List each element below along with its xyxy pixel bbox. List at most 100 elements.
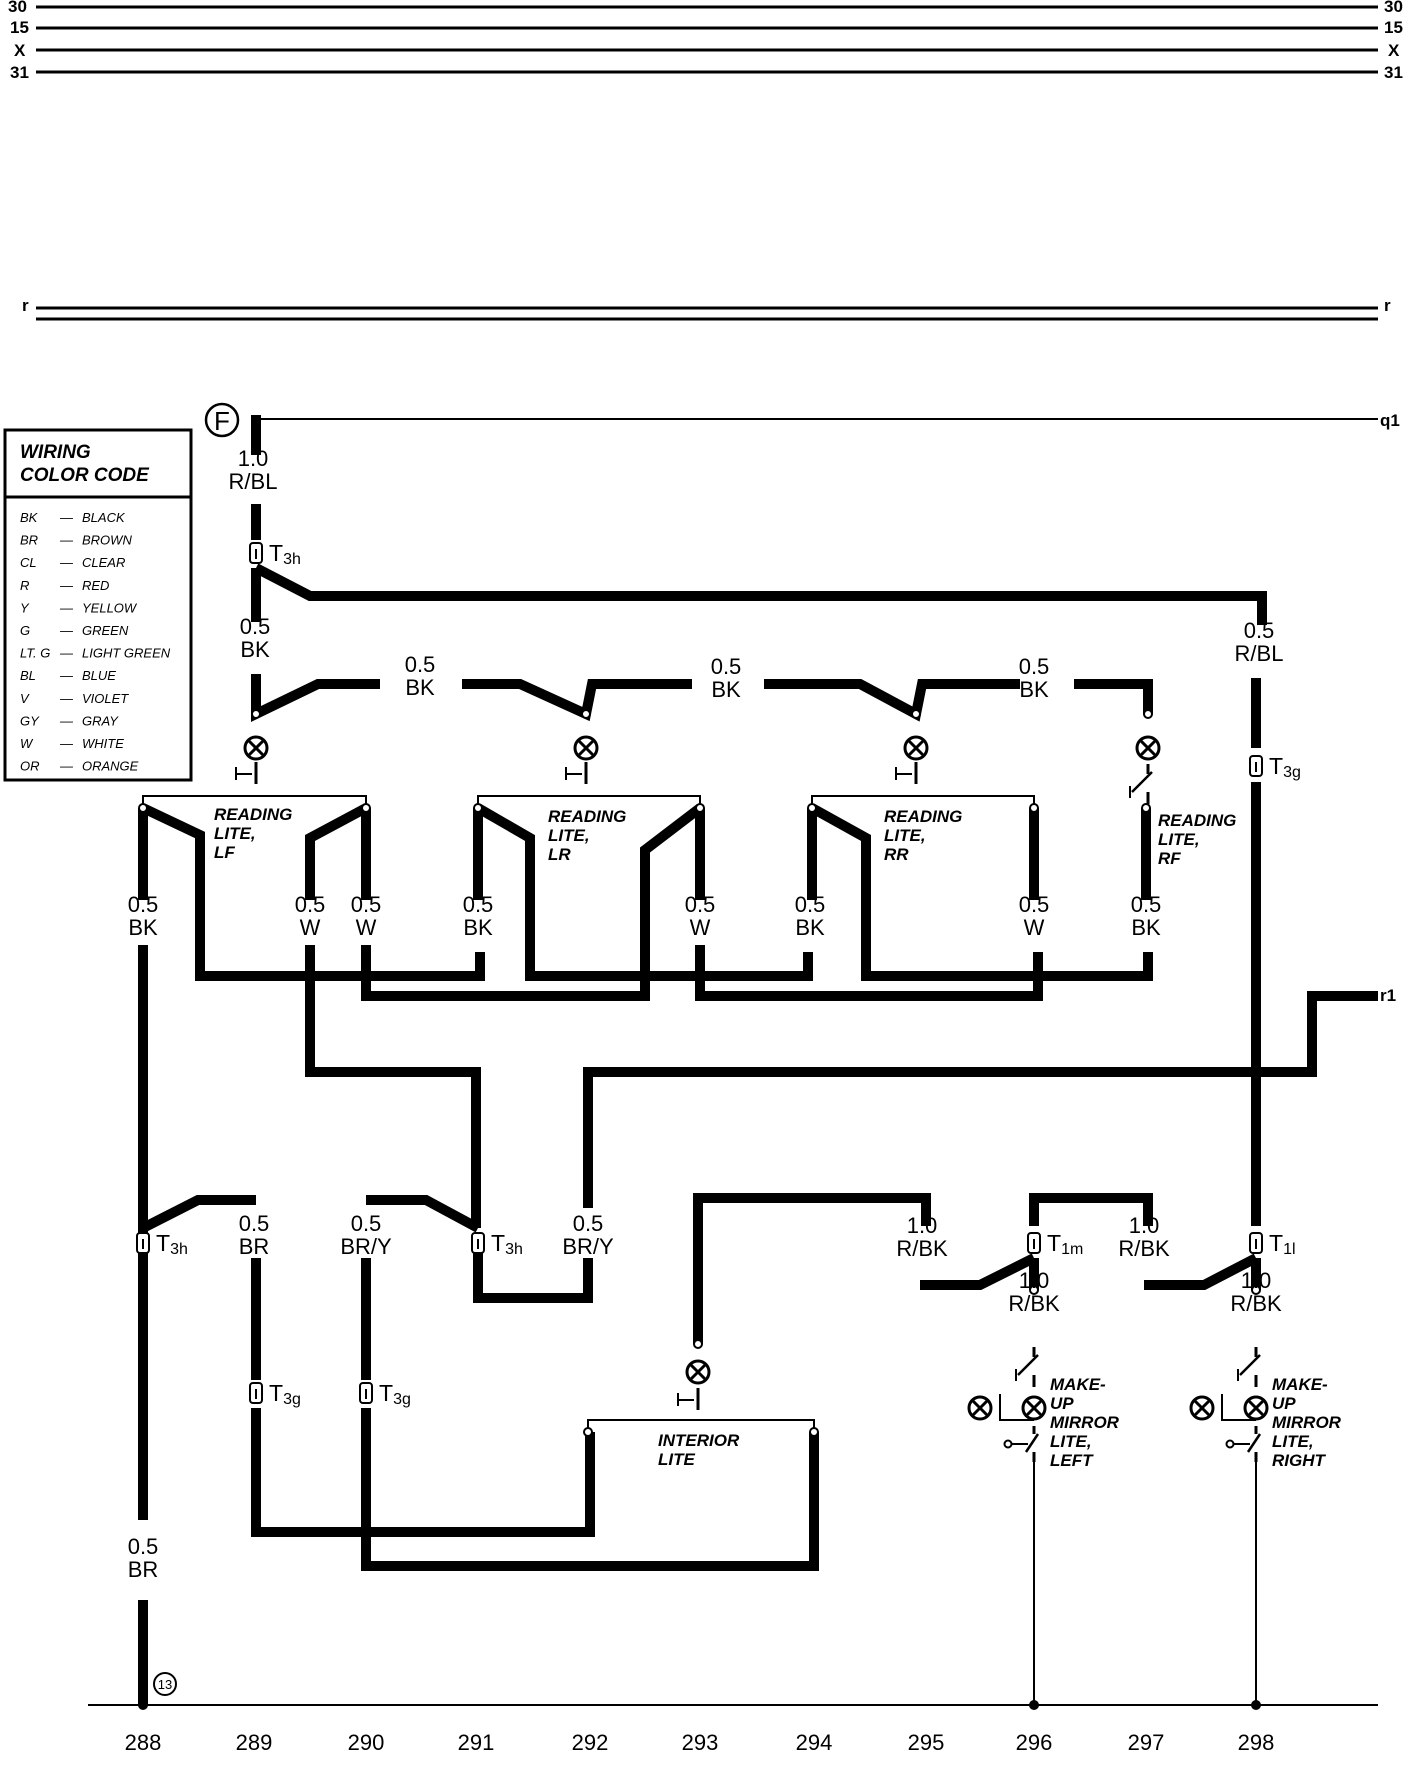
column-number: 294: [796, 1730, 833, 1755]
node: [1029, 803, 1039, 813]
door-switch-icon: [1015, 1347, 1039, 1387]
column-number: 295: [908, 1730, 945, 1755]
legend-title-1: WIRING: [20, 442, 91, 463]
wire-gauge: 0.5: [795, 892, 826, 917]
wire-color: R/BK: [1230, 1291, 1282, 1316]
mirror-switch-icon: [1003, 1426, 1040, 1462]
node: [583, 1427, 593, 1437]
component-label-line: UP: [1272, 1394, 1296, 1413]
column-number: 298: [1238, 1730, 1275, 1755]
wire-gauge: 1.0: [907, 1213, 938, 1238]
legend-code: OR: [20, 759, 40, 774]
wire-color: BR: [128, 1557, 159, 1582]
legend-code: BK: [20, 510, 39, 525]
component-label-line: LITE: [658, 1450, 695, 1469]
wire-label-rbk-1: 1.0R/BK: [896, 1213, 948, 1261]
legend-dash: —: [59, 646, 74, 661]
legend-dash: —: [59, 759, 74, 774]
wire-top-bk-2: [764, 679, 1020, 722]
wire-color: R/BK: [896, 1236, 948, 1261]
wire-gauge: 0.5: [1244, 618, 1275, 643]
wire-rbk-2: [1144, 1253, 1259, 1290]
wire-gauge: 0.5: [685, 892, 716, 917]
switch-icon: [235, 762, 258, 784]
component-label-line: LITE,: [1158, 830, 1200, 849]
wire-color: R/BL: [229, 469, 278, 494]
wire-color: W: [356, 915, 377, 940]
legend-color-name: LIGHT GREEN: [82, 646, 171, 661]
wire-gauge: 0.5: [295, 892, 326, 917]
wire-rbk-1: [920, 1253, 1037, 1290]
legend-color-name: CLEAR: [82, 555, 125, 570]
lamp-icon: [1021, 1395, 1047, 1421]
wire-gauge: 1.0: [1241, 1268, 1272, 1293]
wire-color: BR/Y: [340, 1234, 392, 1259]
wire-label-ground-br: 0.5BR: [128, 1534, 159, 1582]
legend-code: W: [20, 736, 34, 751]
wire-label-lf-feed: 0.5BK: [240, 614, 271, 662]
wire-rbk-t1m: [1029, 1193, 1153, 1226]
wire-color: BK: [240, 637, 270, 662]
line-ref-q1: q1: [1380, 411, 1400, 430]
wire-top-bk-3: [1074, 679, 1153, 714]
switch-icon: [565, 762, 588, 784]
legend-title-2: COLOR CODE: [20, 465, 150, 486]
wire-gauge: 0.5: [128, 1534, 159, 1559]
wire-gauge: 0.5: [240, 614, 271, 639]
legend-color-name: ORANGE: [82, 759, 139, 774]
rail-label-right: X: [1388, 41, 1400, 60]
switch-icon: [677, 1388, 700, 1410]
power-rails: 30 15 X 31 30 15 X 31 r r: [8, 0, 1403, 321]
legend-dash: —: [59, 555, 74, 570]
wire-gauge: 0.5: [1131, 892, 1162, 917]
lamp-icon: [243, 735, 269, 761]
component-label-line: LR: [548, 845, 571, 864]
wire-interior-feed: [693, 1193, 931, 1344]
component-label-line: LITE,: [1272, 1432, 1314, 1451]
node: [581, 709, 591, 719]
column-number: 291: [458, 1730, 495, 1755]
column-number: 288: [125, 1730, 162, 1755]
wire-label-mid-292: 0.5BK: [463, 892, 494, 940]
component-label-line: LITE,: [884, 826, 926, 845]
rail-label-r-left: r: [22, 296, 29, 315]
lamp-icon: [573, 735, 599, 761]
wire-color: R/BK: [1118, 1236, 1170, 1261]
legend-color-name: GREEN: [82, 623, 129, 638]
wire-top-bk-1: [462, 679, 692, 722]
lamp-icon: [1243, 1395, 1269, 1421]
wiring-color-code-legend: WIRING COLOR CODE BK—BLACKBR—BROWNCL—CLE…: [3, 428, 193, 782]
connector-t3h-mid: T3h: [471, 1230, 523, 1258]
component-label-line: READING: [884, 807, 962, 826]
wire-color: W: [1024, 915, 1045, 940]
rr-contact-bar: [811, 795, 1035, 808]
fuse-marker: F: [204, 402, 240, 438]
rail-label-left: 15: [10, 18, 29, 37]
wire-color: BR: [239, 1234, 270, 1259]
legend-color-name: RED: [82, 578, 109, 593]
legend-color-name: YELLOW: [82, 600, 138, 615]
legend-code: R: [20, 578, 29, 593]
rail-label-left: 30: [8, 0, 27, 16]
wire-color: BK: [711, 677, 741, 702]
legend-color-name: GRAY: [82, 713, 119, 728]
wire-label-rbk-3: 1.0R/BK: [1118, 1213, 1170, 1261]
wire-label-mid-297b: 0.5BK: [1131, 892, 1162, 940]
legend-dash: —: [59, 668, 74, 683]
legend-code: BL: [20, 668, 36, 683]
legend-color-name: BLUE: [82, 668, 116, 683]
wire-color: BK: [1131, 915, 1161, 940]
connector-label: T3h: [156, 1230, 188, 1258]
ground-marker-number: 13: [158, 1677, 172, 1692]
wire-color: R/BK: [1008, 1291, 1060, 1316]
legend-dash: —: [59, 736, 74, 751]
wire-color: W: [300, 915, 321, 940]
lr-contact-bar: [477, 795, 701, 808]
wire-br-interior: [251, 1408, 595, 1537]
wire-gauge: 0.5: [351, 1211, 382, 1236]
node: [251, 709, 261, 719]
wire-color: W: [690, 915, 711, 940]
